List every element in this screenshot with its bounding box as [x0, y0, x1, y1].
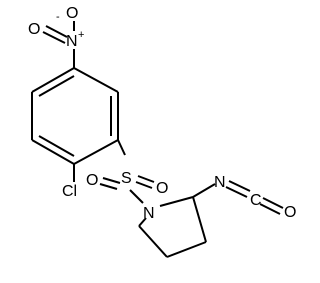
- sulfonyl-double-bond: [135, 181, 153, 189]
- isocyanate-double-bond: [228, 180, 251, 192]
- pyrrolidine-bond: [138, 217, 147, 227]
- isocyanate-bond: [192, 183, 216, 198]
- atom-sulfur: S: [121, 170, 132, 187]
- nitro-double-bond: [45, 25, 68, 38]
- charge-plus: +: [78, 29, 84, 41]
- isocyanate-double-bond: [225, 186, 248, 198]
- pyrrolidine-bond: [166, 241, 207, 258]
- atom-nitrogen-isocyanate: N: [214, 174, 226, 191]
- sulfur-nitrogen-bond: [129, 189, 144, 204]
- atom-carbon-isocyanate: C: [250, 192, 262, 209]
- ring-bond-inner: [38, 135, 75, 157]
- sulfonyl-double-bond: [102, 177, 121, 184]
- structure-diagram: O - N + O Cl S O O N N C O: [28, 5, 296, 258]
- atom-oxygen-sulfonyl-left: O: [86, 172, 98, 189]
- atom-oxygen-nitro-anion: O: [66, 5, 78, 22]
- sulfonyl-double-bond: [99, 183, 118, 190]
- sulfonyl-double-bond: [137, 175, 155, 183]
- charge-minus: -: [56, 11, 60, 23]
- atom-chlorine: Cl: [62, 183, 77, 200]
- molecule-drawing: O - N + O Cl S O O N N C O: [28, 5, 296, 258]
- ring-bond: [31, 139, 75, 165]
- nitro-double-bond: [42, 31, 66, 44]
- ring-bond: [73, 67, 119, 93]
- pyrrolidine-bond: [159, 196, 194, 207]
- atom-oxygen-isocyanate: O: [284, 204, 296, 221]
- ring-bond: [31, 67, 75, 93]
- ring-bond-inner: [38, 75, 75, 97]
- aryl-sulfur-bond: [117, 139, 126, 156]
- atom-oxygen-nitro: O: [28, 21, 40, 38]
- pyrrolidine-bond: [138, 225, 168, 258]
- atom-oxygen-sulfonyl-right: O: [156, 180, 168, 197]
- isocyanate-double-bond: [262, 197, 284, 209]
- atom-nitrogen-nitro: N: [66, 33, 78, 50]
- ring-bond: [73, 139, 119, 165]
- pyrrolidine-bond: [192, 196, 207, 243]
- atom-nitrogen-ring: N: [143, 205, 155, 222]
- isocyanate-double-bond: [259, 203, 281, 215]
